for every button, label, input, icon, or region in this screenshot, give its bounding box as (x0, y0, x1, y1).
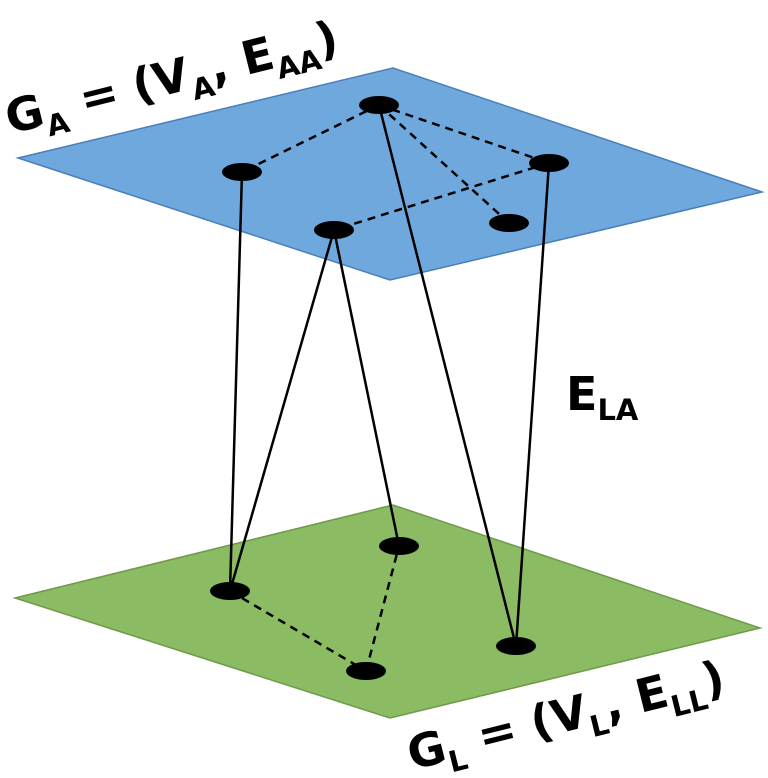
intra-layer-edge-a (378, 104, 510, 224)
layer-plane-a (15, 67, 765, 281)
node-layer-a (489, 214, 529, 232)
node-layer-a (529, 154, 569, 172)
intra-layer-edge-a (241, 103, 380, 174)
node-layer-a (222, 163, 262, 181)
layer-plane-l (12, 504, 763, 719)
label-g-symbol: G (0, 83, 49, 145)
node-layer-a (359, 96, 399, 114)
node-layer-l (210, 582, 250, 600)
node-layer-l (379, 537, 419, 555)
label-e-subscript: LA (597, 393, 638, 427)
intra-layer-edge-l (229, 589, 367, 673)
inter-layer-edge (228, 229, 336, 592)
graph-nodes (210, 96, 569, 680)
inter-layer-edge (514, 162, 551, 647)
inter-layer-edge (332, 229, 401, 547)
intra-layer-edge-a (378, 103, 550, 165)
label-inter-edges: ELA (566, 367, 639, 427)
intra-layer-edges-a (241, 103, 550, 232)
label-g-symbol: G (402, 719, 452, 778)
intra-layer-edge-a (333, 161, 550, 232)
label-comma-e: , E (598, 664, 674, 732)
inter-layer-edges (228, 104, 551, 647)
node-layer-l (346, 662, 386, 680)
inter-layer-edge (228, 171, 244, 592)
label-comma-e: , E (203, 26, 279, 94)
node-layer-l (496, 637, 536, 655)
inter-layer-edge (377, 104, 518, 647)
label-equals-v: = (V (58, 47, 195, 130)
intra-layer-edges-l (229, 545, 401, 673)
node-layer-a (314, 221, 354, 239)
intra-layer-edge-l (364, 545, 401, 672)
label-e-symbol: E (566, 367, 597, 421)
